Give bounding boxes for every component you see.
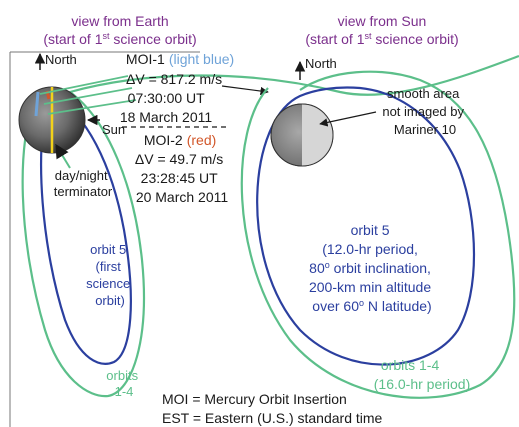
right-north-label: North <box>305 56 337 71</box>
moi-1-burn-arc <box>34 91 40 117</box>
left-orbits-1-4-path <box>21 54 519 398</box>
left-orbits-1-4-label: orbits 1-4 <box>106 368 141 399</box>
right-mercury-unimaged-half <box>302 104 333 166</box>
right-panel-title: view from Sun <box>338 13 427 29</box>
smooth-area-pointer-arrow <box>319 111 377 127</box>
left-panel-frame <box>9 51 200 427</box>
right-orbit-5-path <box>256 86 476 366</box>
right-orbits-1-4-path <box>240 70 516 399</box>
right-orbits-1-4-label: orbits 1-4 (16.0-hr period) <box>374 357 471 392</box>
left-north-label: North <box>45 52 77 67</box>
moi-1-pointer-line-c <box>47 99 137 115</box>
left-panel-title: view from Earth <box>71 13 168 29</box>
smooth-area-label: smooth area not imaged by Mariner 10 <box>382 86 467 137</box>
left-orbit-5-path <box>40 95 132 365</box>
moi-1-text-block: MOI-1(light blue) ΔV = 817.2 m/s 07:30:0… <box>120 51 238 125</box>
terminator-label: day/night terminator <box>54 168 113 199</box>
moi-1-to-right-arrow <box>221 85 269 96</box>
sun-direction-label: Sun <box>102 122 125 137</box>
right-panel-subtitle: (start of 1st science orbit) <box>305 31 458 47</box>
moi-1-pointer-line-b <box>43 87 133 105</box>
left-panel-subtitle: (start of 1st science orbit) <box>43 31 196 47</box>
moi-1-pointer-line-a <box>39 75 129 95</box>
moi-2-text-block: MOI-2(red) ΔV = 49.7 m/s 23:28:45 UT 20 … <box>135 132 229 205</box>
footnote-est: EST = Eastern (U.S.) standard time <box>162 410 383 426</box>
right-mercury-outline <box>270 103 334 167</box>
right-orbit-5-label: orbit 5 (12.0-hr period, 80o orbit incli… <box>309 222 435 314</box>
footnote-moi: MOI = Mercury Orbit Insertion <box>162 391 347 407</box>
terminator-pointer-arrow <box>55 143 71 169</box>
left-orbit-5-label: orbit 5 (first science orbit) <box>86 242 134 308</box>
